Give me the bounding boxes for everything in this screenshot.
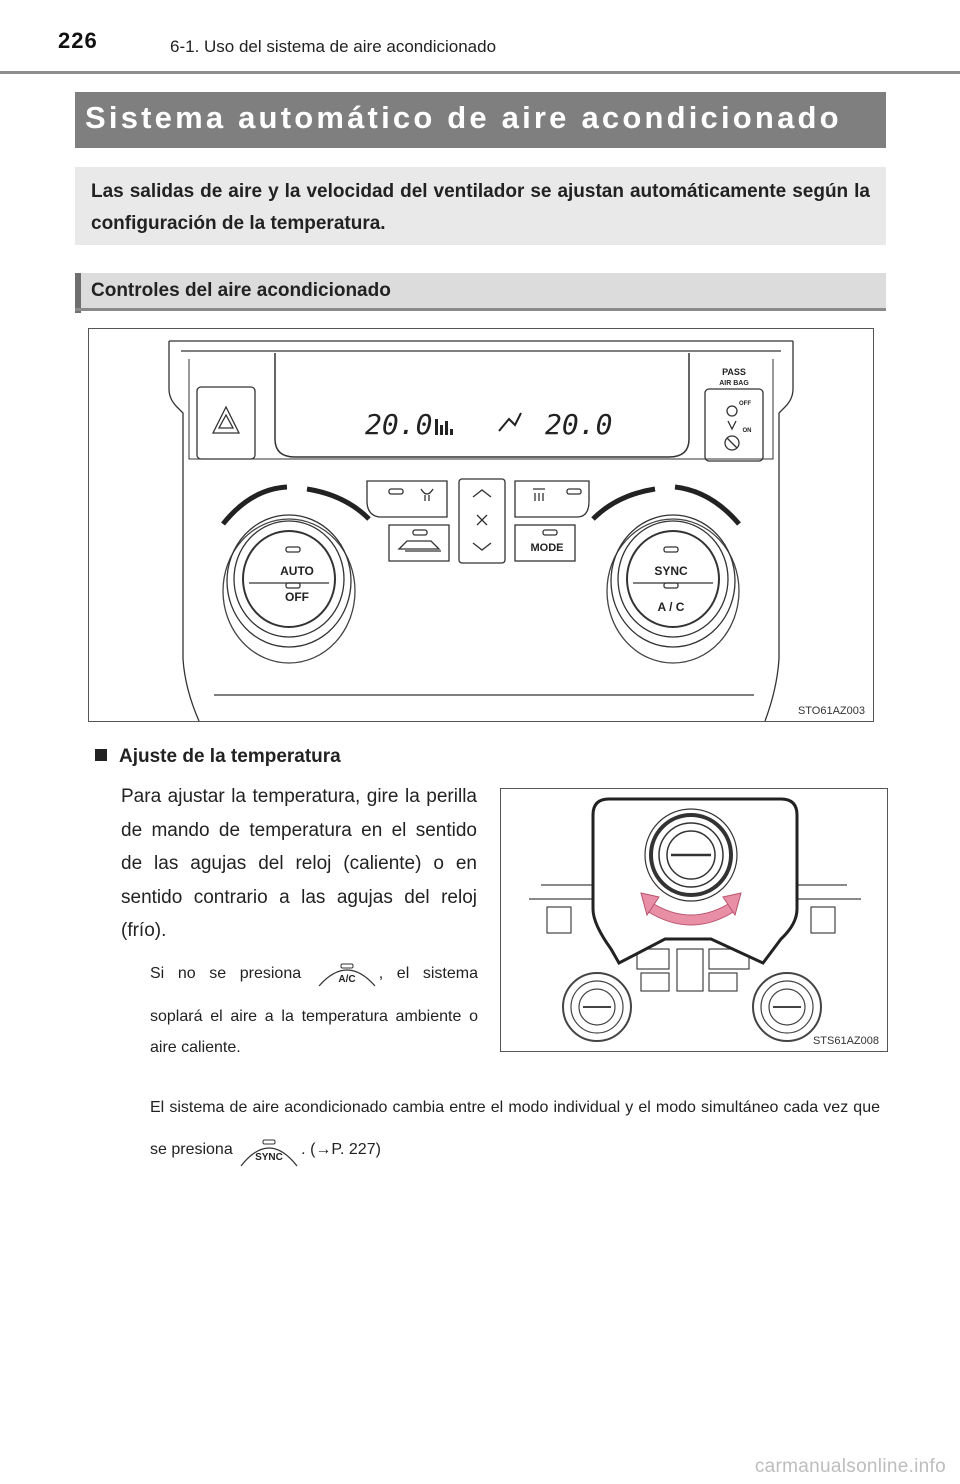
figure2-code: STS61AZ008 [812, 1035, 879, 1047]
knob-rotation-drawing [529, 797, 861, 1042]
airbag-label-line2: AIR BAG [719, 380, 749, 387]
ac-note-after: , el sistema soplará el aire a la temper… [150, 965, 478, 1056]
climate-panel-drawing: 20.0 20.0 PASS AIR BAG OFF ON AUTO OFF S… [168, 340, 794, 721]
off-button-label: OFF [285, 590, 309, 604]
page-title: Sistema automático de aire acondicionado [85, 100, 842, 135]
subsection-underline [75, 308, 886, 311]
auto-button-label: AUTO [280, 564, 314, 578]
climate-panel-figure: 20.0 20.0 PASS AIR BAG OFF ON AUTO OFF S… [88, 328, 874, 722]
sync-button-label: SYNC [654, 564, 688, 578]
ac-button-icon: A/C [315, 956, 379, 1001]
airbag-off-label: OFF [739, 401, 751, 407]
page-title-bar: Sistema automático de aire acondicionado [75, 92, 886, 148]
ac-button-label: A / C [658, 600, 685, 614]
ac-note: Si no se presiona A/C , el sistema sopla… [150, 956, 478, 1063]
bullet-square-icon [95, 749, 107, 761]
intro-box: Las salidas de aire y la velocidad del v… [75, 167, 886, 245]
section-breadcrumb: 6-1. Uso del sistema de aire acondiciona… [170, 37, 497, 56]
page-number: 226 [58, 28, 98, 53]
watermark: carmanualsonline.info [754, 1456, 946, 1477]
display-right-temp: 20.0 [545, 408, 612, 441]
subsection-bar: Controles del aire acondicionado [75, 273, 886, 313]
temperature-knob-figure: STS61AZ008 [500, 788, 888, 1052]
sync-note-before: El sistema de aire acondicionado cambia … [150, 1099, 880, 1158]
ac-icon-label: A/C [338, 974, 355, 985]
sync-note: El sistema de aire acondicionado cambia … [150, 1088, 880, 1184]
temperature-body: Para ajustar la temperatura, gire la per… [121, 786, 477, 941]
subsection-title: Controles del aire acondicionado [91, 280, 391, 301]
sync-note-after: . (→P. 227) [301, 1141, 381, 1158]
airbag-label-line1: PASS [722, 367, 746, 377]
figure1-code: STO61AZ003 [797, 705, 865, 717]
intro-text: Las salidas de aire y la velocidad del v… [91, 181, 870, 234]
airbag-on-label: ON [743, 428, 752, 434]
temperature-heading-text: Ajuste de la temperatura [119, 746, 341, 767]
temperature-heading: Ajuste de la temperatura [95, 746, 341, 768]
mode-button-label: MODE [531, 542, 564, 554]
sync-button-icon: SYNC [237, 1128, 301, 1184]
ac-note-before: Si no se presiona [150, 965, 302, 982]
display-left-temp: 20.0 [365, 408, 432, 441]
header-rule [0, 71, 960, 74]
subsection-accent [75, 273, 81, 313]
sync-icon-label: SYNC [255, 1152, 283, 1163]
